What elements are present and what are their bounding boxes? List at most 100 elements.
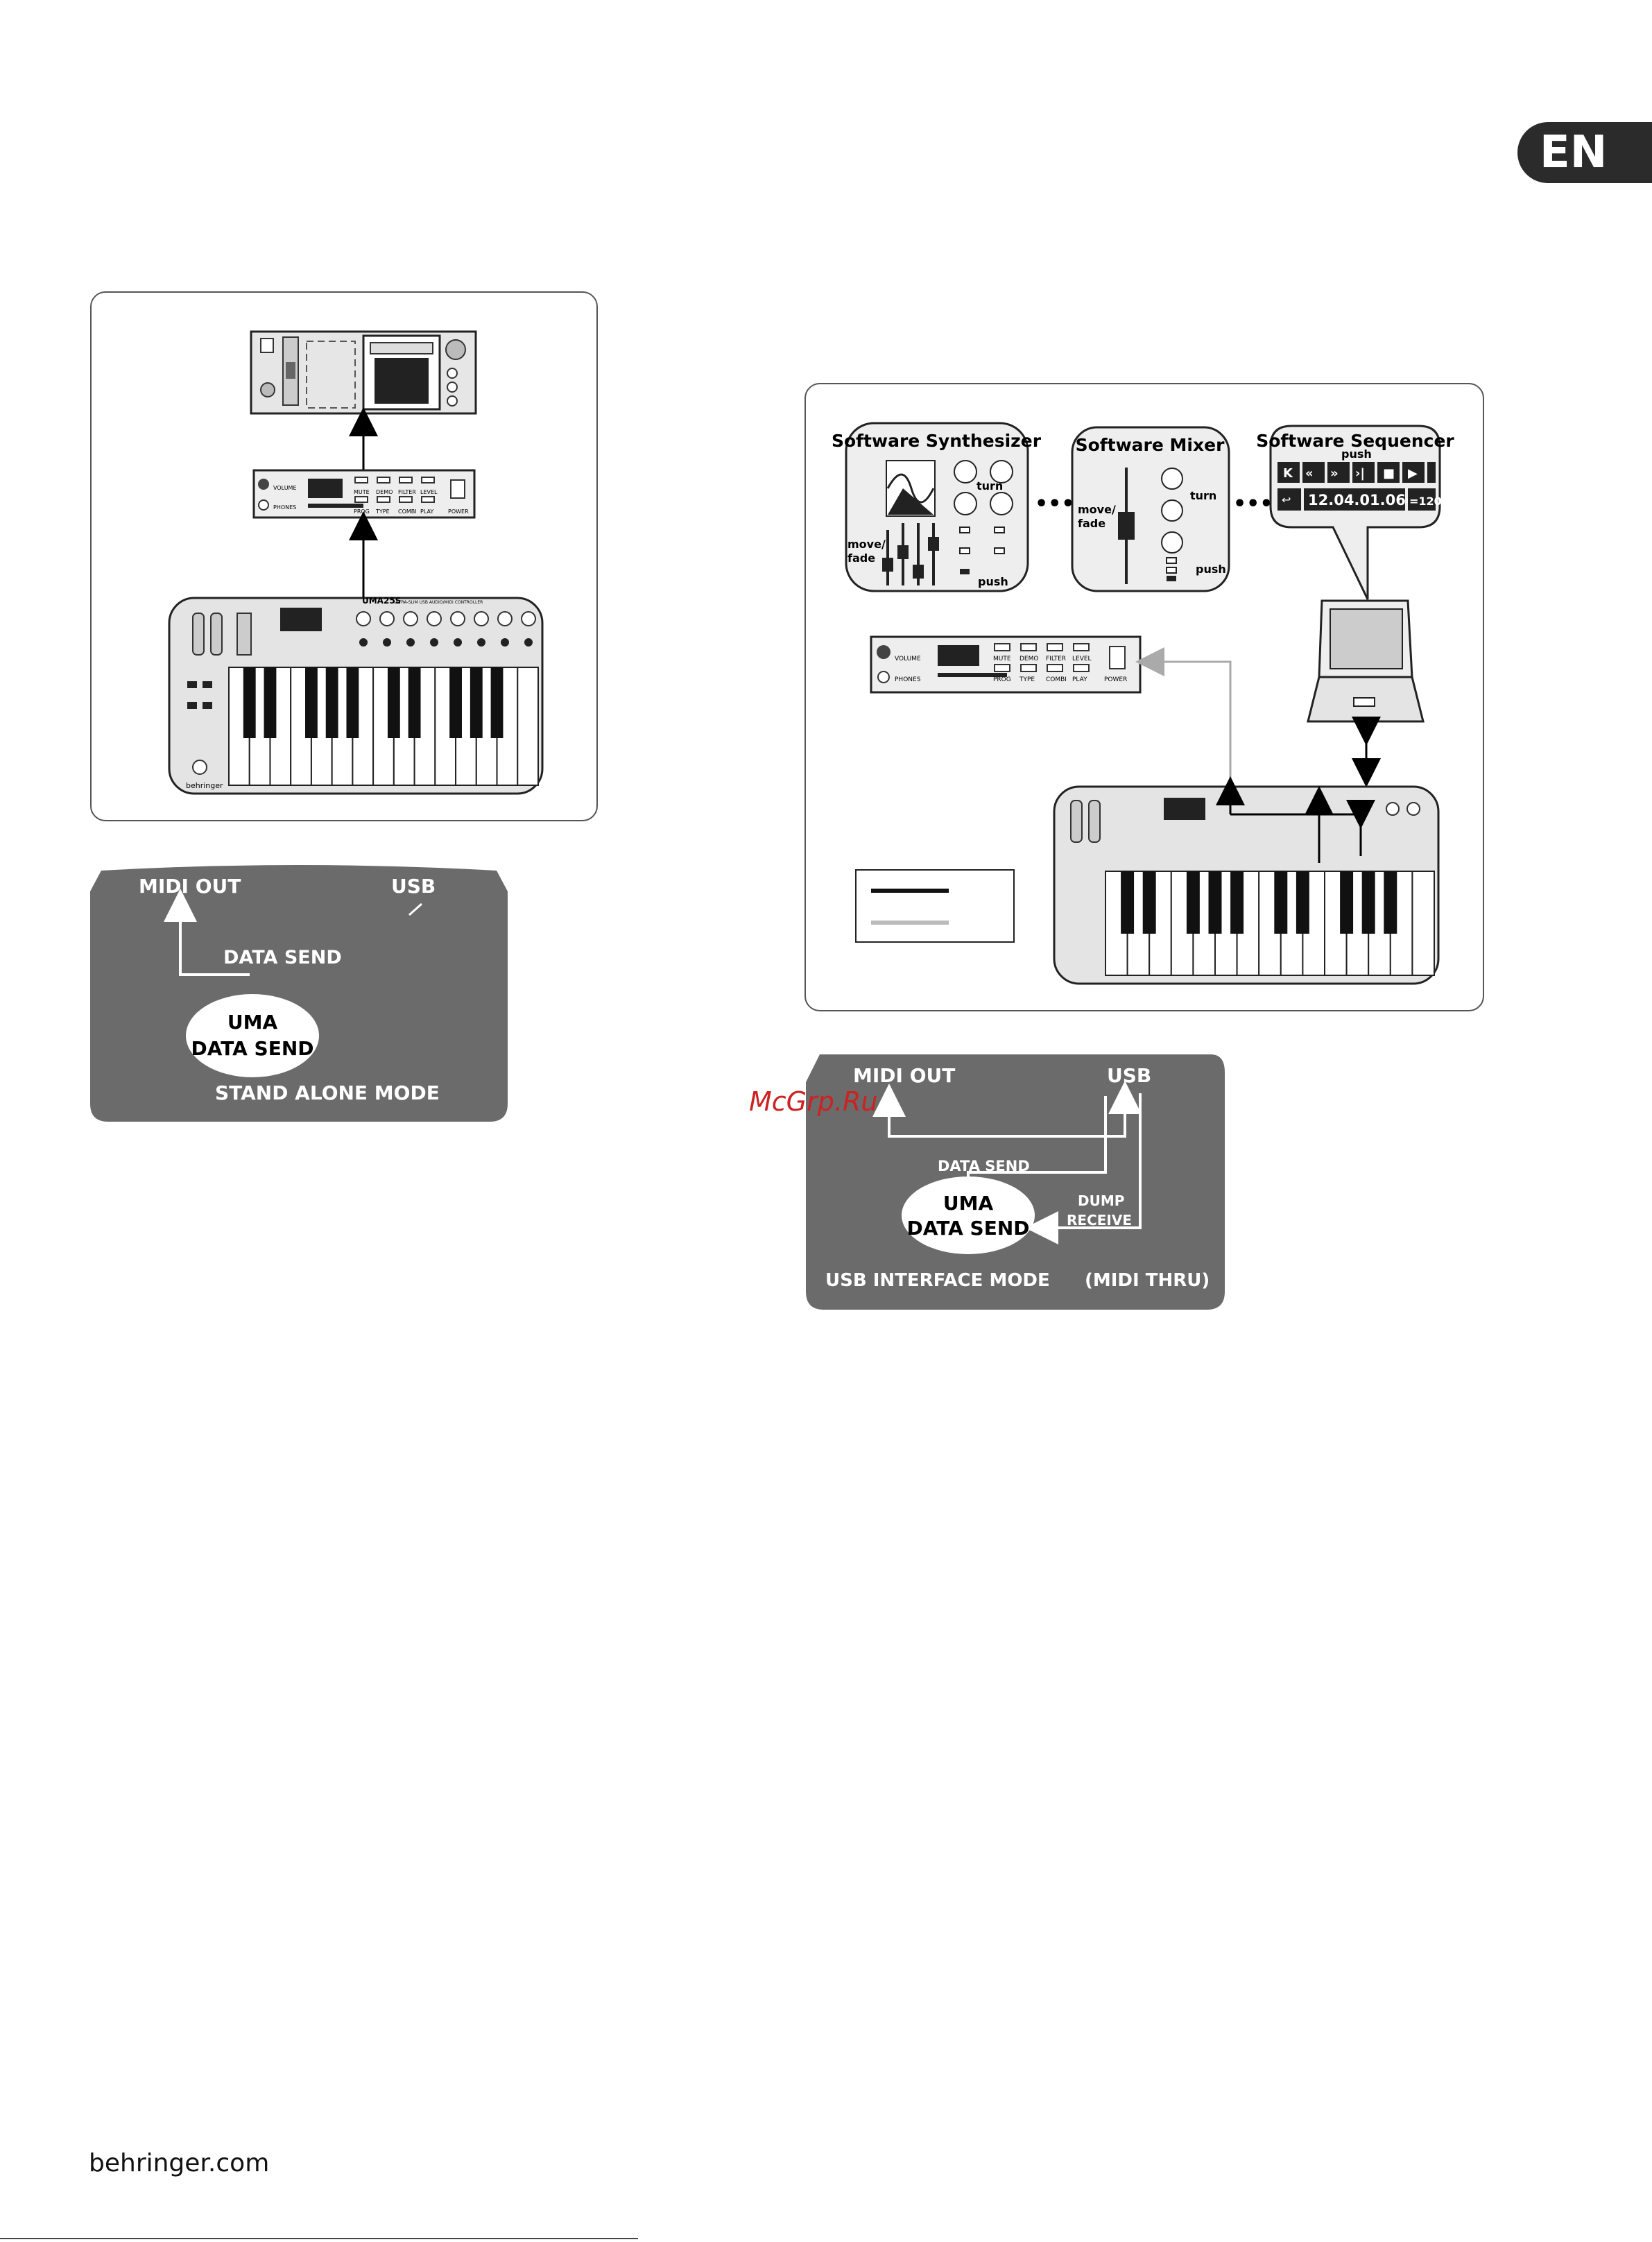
keyboard-subtitle: ULTRA-SLIM USB AUDIO/MIDI CONTROLLER [394, 600, 483, 605]
seq-position: 12.04.01.064 [1308, 492, 1416, 508]
small-console: VOLUME PHONES MUTE DEMO FILTER LEVEL PRO… [252, 469, 476, 519]
mixer-turn-label: turn [1190, 489, 1216, 502]
sequencer-push-label: push [1341, 447, 1372, 461]
label-power: POWER [448, 508, 469, 515]
stand-alone-mode-diagram: MIDI OUT USB DATA SEND UMA DATA SEND STA… [90, 865, 508, 1122]
seq-tempo: =120 [1409, 495, 1442, 508]
usb-mode-data-send-label: DATA SEND [938, 1158, 1030, 1174]
black-key [243, 667, 256, 738]
mode-box-stand-alone: MIDI OUT USB DATA SEND UMA DATA SEND STA… [90, 864, 508, 1122]
black-key [1230, 871, 1244, 934]
midi-out-label: MIDI OUT [139, 875, 241, 898]
usb-label-mute: MUTE [993, 656, 1011, 662]
black-key [1121, 871, 1135, 934]
black-key [325, 667, 338, 738]
usb-interface-mode-label: USB INTERFACE MODE [825, 1270, 1050, 1291]
usb-label-play: PLAY [1072, 676, 1087, 683]
language-badge: EN [1517, 122, 1652, 183]
usb-label-power: POWER [1104, 676, 1127, 683]
uma25s-keyboard-usb [1053, 776, 1440, 985]
synth-title: Software Synthesizer [832, 431, 1042, 451]
mode-box-usb-interface: MIDI OUT USB DATA SEND DUMP RECEIVE UMA … [806, 1054, 1225, 1310]
keyboard-brand: behringer [186, 781, 223, 790]
usb-label-volume: VOLUME [895, 656, 921, 662]
software-sequencer-panel: Software Sequencer push K « » ›| ■ ▶ ↩ 1… [1256, 425, 1454, 600]
synth-turn-label: turn [976, 479, 1003, 493]
laptop-computer [1307, 599, 1425, 723]
label-play: PLAY [420, 508, 433, 515]
label-phones: PHONES [273, 504, 296, 511]
usb-label: USB [391, 875, 436, 898]
usb-interface-mode-diagram: MIDI OUT USB DATA SEND DUMP RECEIVE UMA … [806, 1054, 1225, 1310]
uma25s-keyboard: UMA25S ULTRA-SLIM USB AUDIO/MIDI CONTROL… [168, 596, 544, 795]
mixer-move-label: move/ [1078, 503, 1116, 516]
black-key [449, 667, 462, 738]
label-level: LEVEL [420, 489, 438, 495]
white-key [1411, 871, 1436, 976]
label-combi: COMBI [398, 508, 417, 515]
mixer-fade-label: fade [1078, 517, 1105, 530]
black-key [387, 667, 400, 738]
usb-mode-usb-label: USB [1107, 1064, 1151, 1087]
usb-label-combi: COMBI [1046, 676, 1067, 683]
black-key [1384, 871, 1397, 934]
usb-label-prog: PROG [993, 676, 1011, 683]
uma-data-send-label: DATA SEND [191, 1037, 313, 1060]
black-key [408, 667, 421, 738]
black-key [470, 667, 483, 738]
usb-mode-uma-data-send-label: DATA SEND [906, 1217, 1029, 1240]
usb-label-filter: FILTER [1046, 656, 1066, 662]
sequencer-title: Software Sequencer [1256, 431, 1454, 451]
seq-end-icon: ›| [1355, 466, 1365, 481]
synth-move-label: move/ [847, 538, 886, 551]
usb-mode-midi-out-label: MIDI OUT [853, 1064, 955, 1087]
software-synthesizer-panel: Software Synthesizer turn move/ fade [832, 422, 1042, 592]
black-key [305, 667, 318, 738]
figure-usb-setup: Software Synthesizer turn move/ fade [805, 383, 1484, 1011]
black-key [1340, 871, 1354, 934]
usb-label-level: LEVEL [1072, 656, 1092, 662]
label-type: TYPE [375, 508, 390, 515]
label-prog: PROG [354, 508, 370, 515]
black-key [490, 667, 504, 738]
seq-stop-icon: ■ [1383, 466, 1395, 481]
cable-legend [855, 869, 1015, 943]
mixer-push-label: push [1196, 563, 1226, 576]
label-volume: VOLUME [273, 485, 297, 491]
usb-label-type: TYPE [1019, 676, 1035, 683]
black-key [346, 667, 359, 738]
black-key [264, 667, 277, 738]
ellipsis-dots-1: ••• [1035, 492, 1075, 516]
watermark: McGrp.Ru [749, 1086, 878, 1117]
seq-play-icon: ▶ [1408, 466, 1418, 481]
label-filter: FILTER [398, 489, 416, 495]
rack-sound-module [250, 330, 477, 415]
midi-thru-label: (MIDI THRU) [1085, 1270, 1210, 1291]
small-console-usb: VOLUME PHONES MUTE DEMO FILTER LEVEL PRO… [870, 635, 1142, 694]
usb-label-demo: DEMO [1019, 656, 1038, 662]
stand-alone-mode-label: STAND ALONE MODE [215, 1081, 440, 1104]
black-key [1186, 871, 1200, 934]
label-mute: MUTE [354, 489, 370, 495]
keyboard-model: UMA25S [362, 596, 401, 606]
seq-forward-icon: » [1330, 466, 1339, 481]
footer-rule [0, 2238, 638, 2239]
usb-setup-diagram: Software Synthesizer turn move/ fade [832, 422, 1454, 985]
white-key [517, 667, 539, 786]
synth-fade-label: fade [847, 551, 875, 565]
data-send-label: DATA SEND [223, 947, 342, 968]
seq-start-icon: K [1283, 466, 1293, 481]
black-key [1142, 871, 1156, 934]
black-key [1296, 871, 1309, 934]
mixer-title: Software Mixer [1076, 435, 1225, 455]
black-key [1361, 871, 1375, 934]
stand-alone-setup-diagram: VOLUME PHONES MUTE DEMO FILTER LEVEL PRO… [168, 330, 544, 795]
ellipsis-dots-2: ••• [1233, 492, 1273, 516]
black-key [1208, 871, 1222, 934]
seq-loop-icon: ↩ [1282, 493, 1291, 506]
footer-website[interactable]: behringer.com [89, 2149, 270, 2177]
synth-push-label: push [978, 575, 1008, 588]
label-demo: DEMO [376, 489, 393, 495]
dump-label: DUMP [1078, 1192, 1124, 1209]
black-key [1274, 871, 1288, 934]
